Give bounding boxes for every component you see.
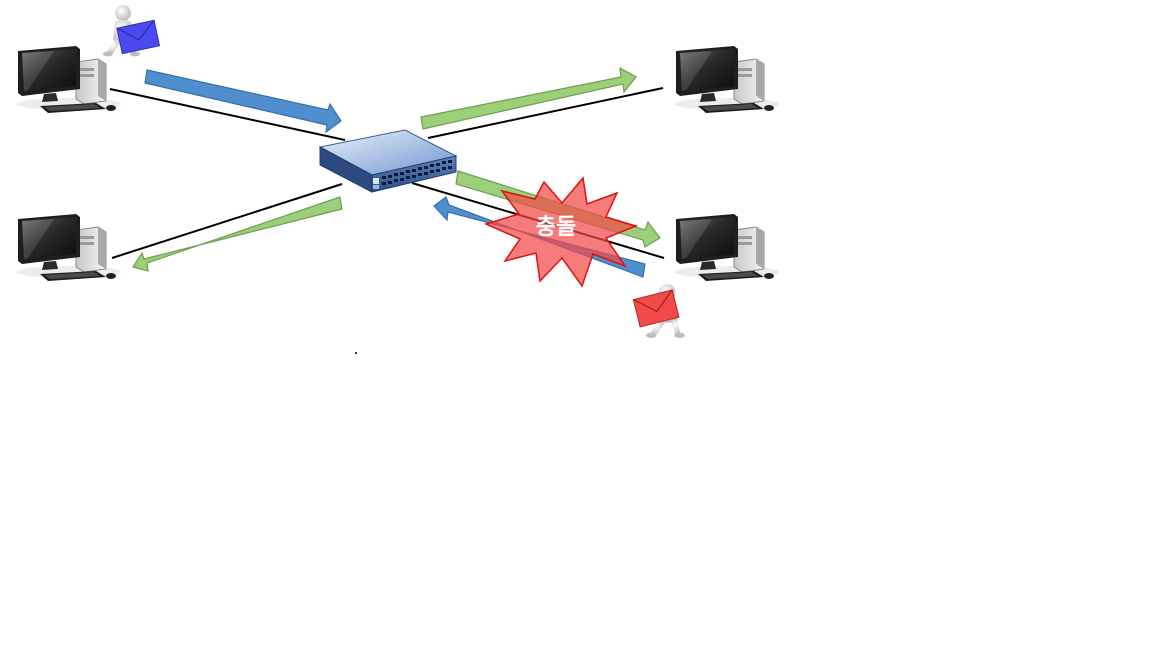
link-top-left bbox=[109, 88, 346, 141]
network-switch-icon bbox=[318, 129, 458, 193]
stray-dot bbox=[355, 352, 357, 354]
arrow-green-to-top-right bbox=[420, 66, 637, 130]
arrow-blue-to-switch bbox=[144, 69, 342, 134]
pc-top-right-icon bbox=[674, 45, 780, 114]
collision-star-icon bbox=[483, 176, 639, 288]
sender-top-left bbox=[103, 5, 161, 57]
pc-bottom-left-icon bbox=[16, 213, 122, 282]
link-top-right bbox=[427, 87, 664, 139]
link-bottom-left bbox=[111, 183, 343, 259]
collision-label: 충돌 bbox=[536, 215, 576, 240]
envelope-icon bbox=[632, 289, 680, 328]
arrow-green-to-bottom-left bbox=[132, 196, 343, 272]
sender-bottom-right bbox=[632, 283, 685, 339]
pc-bottom-right-icon bbox=[674, 213, 780, 282]
collision-burst: 충돌 bbox=[483, 176, 639, 288]
envelope-icon bbox=[116, 19, 161, 55]
